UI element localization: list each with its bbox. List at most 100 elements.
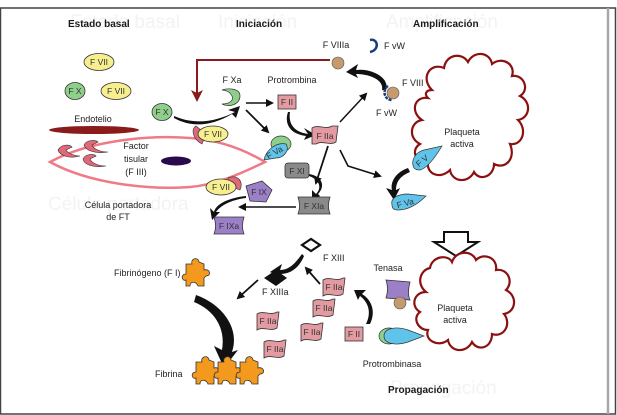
svg-text:F II: F II <box>281 97 293 107</box>
fibrinogen-puzzle <box>181 258 210 287</box>
phase-title-initiation: Iniciación <box>236 19 282 30</box>
fvii-initiation-bottom: F VII <box>205 178 237 196</box>
tf-bearing-cell <box>47 135 268 189</box>
svg-text:F Va: F Va <box>396 196 416 210</box>
fv-teardrop: F V <box>412 145 443 171</box>
fibrin-label: Fibrina <box>155 369 183 379</box>
ghost-initiation: Iniciación <box>218 12 297 33</box>
fxiii-diamond <box>300 237 322 253</box>
arrow-fii-to-fiia-prop <box>354 290 373 324</box>
svg-text:F X: F X <box>68 86 82 96</box>
platelet-prop-label-1: Plaqueta <box>437 303 473 313</box>
fvw-top <box>369 38 378 54</box>
arrow-fix-to-fixa <box>210 196 246 220</box>
arrow-fibrinogen-to-fibrin <box>194 295 238 368</box>
fviiia-label: F VIIIa <box>323 40 350 50</box>
fviiia <box>331 56 345 70</box>
fvii-basal-1: F VII <box>83 53 115 71</box>
fix: F IX <box>245 180 273 203</box>
tenase-label: Tenasa <box>373 263 402 273</box>
cell-label-1: Célula portadora <box>85 200 152 210</box>
platelet-amplification <box>410 52 530 182</box>
cell-nucleus <box>161 156 191 166</box>
fiia-prop-2: F IIa <box>312 298 336 318</box>
fxiiia-diamond <box>264 270 287 286</box>
fiia-prop-5: F IIa <box>263 339 287 359</box>
platelet-prop-label-2: activa <box>443 315 467 325</box>
tissue-factor-receptors <box>57 140 109 167</box>
platelet-amp-label-1: Plaqueta <box>444 127 480 137</box>
arrow-fviii-to-fviiia <box>346 64 387 90</box>
svg-text:F X: F X <box>155 107 169 117</box>
arrow-fii-to-fiia <box>286 112 316 140</box>
phase-transition-arrow <box>430 231 482 258</box>
arrow-fiia-to-fviii <box>339 92 368 123</box>
fiia-prop-1: F IIa <box>322 277 346 297</box>
tenase-fviiia <box>393 296 407 310</box>
svg-text:F IIa: F IIa <box>325 282 342 292</box>
svg-text:F VII: F VII <box>212 182 230 192</box>
svg-text:F VII: F VII <box>90 57 108 67</box>
fibrinogen-label: Fibrinógeno (F I) <box>114 268 181 278</box>
fixa: F IXa <box>213 216 245 235</box>
fvii-initiation-top: F VII <box>197 125 229 143</box>
ghost-basal: Estado basal <box>70 12 180 33</box>
arrow-fxa-to-fva <box>245 109 270 134</box>
svg-text:F XI: F XI <box>289 166 305 176</box>
tissue-factor-label-1: Factor <box>123 141 149 151</box>
svg-text:F II: F II <box>348 329 360 339</box>
fxa-label: F Xa <box>222 75 241 85</box>
arrow-fxi-to-fxia <box>309 174 323 202</box>
fxiiia-label: F XIIIa <box>262 287 289 297</box>
platelet-propagation <box>413 251 516 352</box>
phase-title-amplification: Amplificación <box>413 19 479 30</box>
fiia-prop-3: F IIa <box>300 322 324 342</box>
phase-title-basal: Estado basal <box>68 19 130 30</box>
fxiii-label: F XIII <box>323 253 345 263</box>
fviii-label: F VIII <box>402 78 424 88</box>
svg-text:F IX: F IX <box>251 187 267 197</box>
svg-text:F IXa: F IXa <box>219 221 240 231</box>
fii-propagation: F II <box>344 326 364 342</box>
fxi: F XI <box>284 162 310 179</box>
fii-initiation: F II <box>277 94 297 110</box>
ghost-amplification: Amplificación <box>386 12 498 33</box>
ghost-propagation: Propagación <box>390 378 497 399</box>
svg-text:F IIa: F IIa <box>303 327 320 337</box>
fvw-bottom-label: F vW <box>376 108 397 118</box>
fx-initiation: F X <box>151 103 173 121</box>
fx-basal: F X <box>64 82 86 100</box>
arrow-fiia-to-fxia <box>314 145 329 185</box>
fvw-top-label: F vW <box>384 41 405 51</box>
arrow-fiia-to-fv <box>339 149 382 179</box>
fvii-basal-2: F VII <box>100 82 132 100</box>
svg-text:F IIa: F IIa <box>259 316 276 326</box>
fiia-initiation: F IIa <box>311 125 339 145</box>
ghost-cell: Célula portadora <box>48 194 189 215</box>
prothrombinase-complex <box>378 327 425 345</box>
svg-text:F IIa: F IIa <box>316 131 333 141</box>
fva-initiation: F Va <box>263 135 292 161</box>
svg-text:F XIa: F XIa <box>304 201 325 211</box>
tissue-factor-label-2: tisular <box>124 154 148 164</box>
endothelium-shape <box>49 126 139 134</box>
fibrin-puzzle <box>191 356 264 385</box>
fiia-prop-4: F IIa <box>256 311 280 331</box>
prothrombin-label: Protrombina <box>267 75 316 85</box>
tenase-complex <box>385 279 411 301</box>
svg-text:F IIa: F IIa <box>315 303 332 313</box>
endothelium-label: Endotelio <box>74 114 112 124</box>
arrow-fxiiia-to-fibrin <box>236 279 259 300</box>
fxa-crescent <box>221 88 241 106</box>
svg-text:F IIa: F IIa <box>266 344 283 354</box>
arrow-fiia-to-fxiii <box>304 266 321 285</box>
fxia: F XIa <box>297 196 331 215</box>
platelet-amp-label-2: activa <box>450 139 474 149</box>
prothrombinase-label: Protrombinasa <box>363 359 422 369</box>
svg-text:F VII: F VII <box>107 86 125 96</box>
tissue-factor-label-3: (F III) <box>125 167 147 177</box>
arrow-fv-to-fva <box>386 168 410 200</box>
fva-teardrop: F Va <box>391 193 427 211</box>
svg-text:F VII: F VII <box>204 129 222 139</box>
